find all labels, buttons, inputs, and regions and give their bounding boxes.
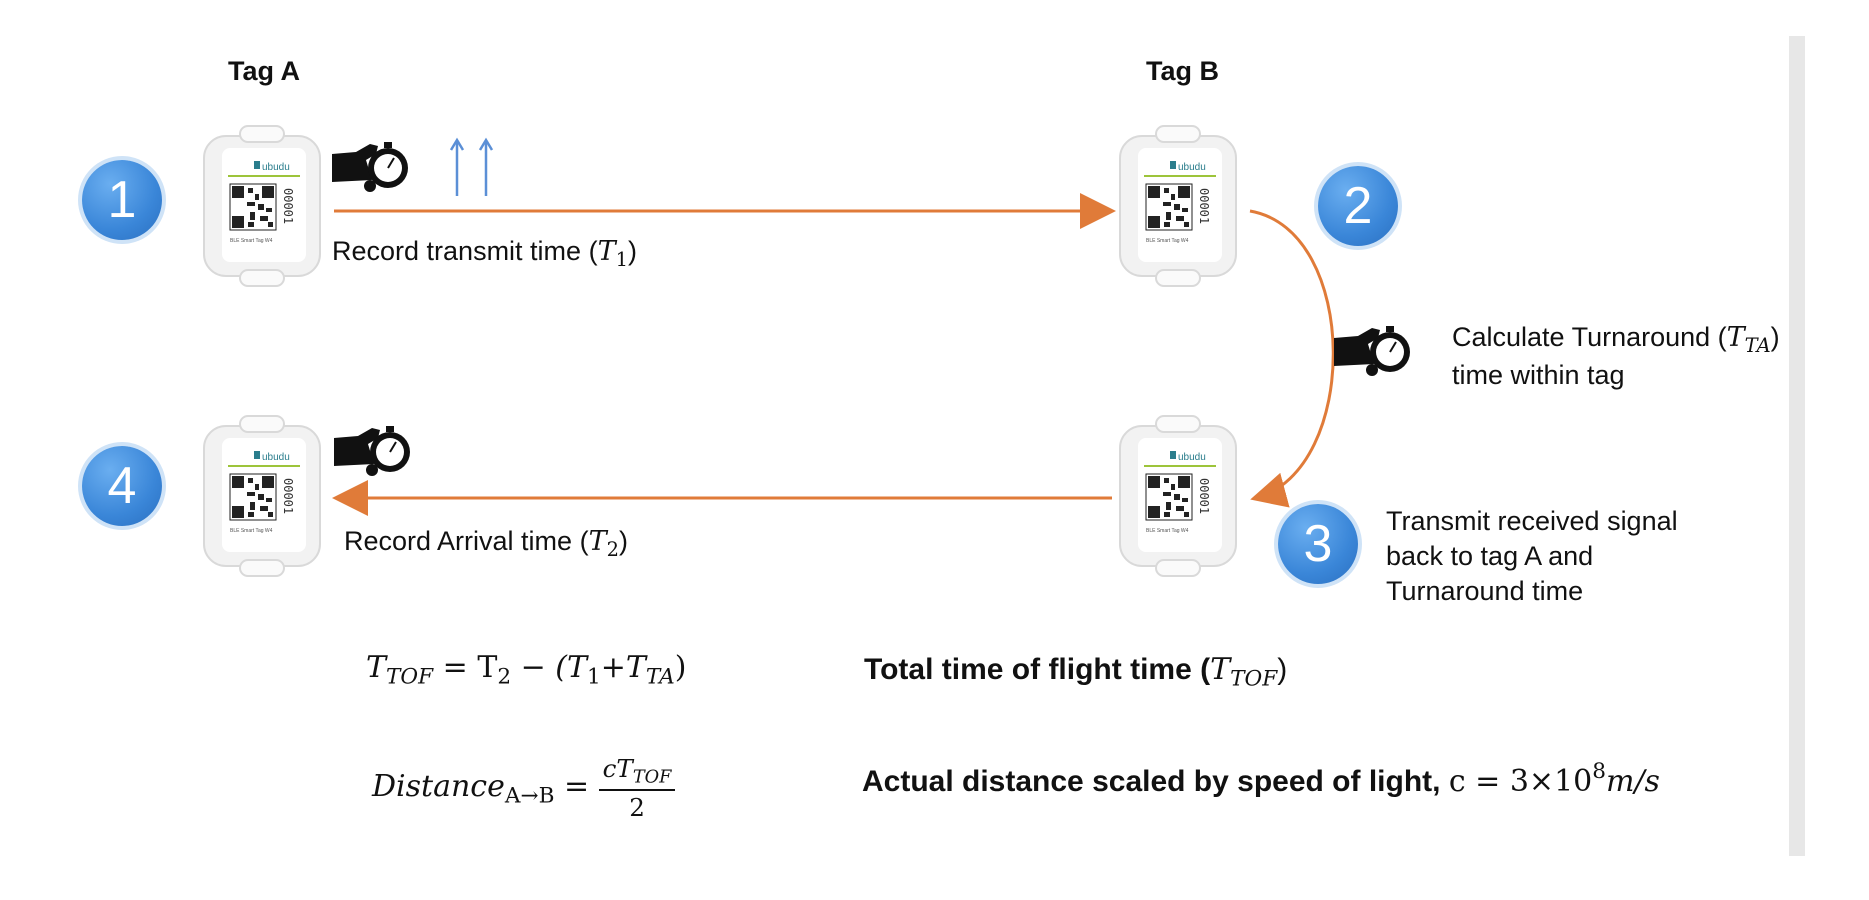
serial-text: 00001 (281, 188, 295, 224)
svg-text:00001: 00001 (1197, 478, 1211, 514)
step-badge-4: 4 (82, 446, 162, 526)
calculate-turnaround-label: Calculate Turnaround (TTA) time within t… (1452, 322, 1780, 391)
svg-text:ubudu: ubudu (262, 452, 290, 463)
svg-text:BLE Smart Tag W4: BLE Smart Tag W4 (230, 528, 273, 534)
distance-description: Actual distance scaled by speed of light… (862, 759, 1660, 799)
stopwatch-hand-icon (334, 426, 410, 476)
scrollbar[interactable] (1789, 36, 1805, 856)
svg-text:BLE Smart Tag W4: BLE Smart Tag W4 (1146, 528, 1189, 534)
tof-description: Total time of flight time (TTOF) (864, 652, 1288, 692)
tag-b-device-bottom: ubudu 00001 BLE Smart Tag W4 (1119, 415, 1237, 577)
step-badge-3: 3 (1278, 504, 1358, 584)
svg-text:ubudu: ubudu (1178, 162, 1206, 173)
step-badge-1: 1 (82, 160, 162, 240)
stopwatch-hand-icon (332, 142, 408, 192)
record-transmit-label: Record transmit time (T1) (332, 236, 637, 271)
tag-a-device-top: ubudu 00001 BLE Smart Tag W4 (203, 125, 321, 287)
signal-arrows-icon (449, 137, 494, 196)
svg-text:ubudu: ubudu (1178, 452, 1206, 463)
tag-a-heading: Tag A (228, 56, 300, 86)
brand-text: ubudu (262, 162, 290, 173)
svg-text:00001: 00001 (1197, 188, 1211, 224)
arrow-turnaround-curve (1249, 209, 1335, 508)
svg-text:00001: 00001 (281, 478, 295, 514)
record-arrival-label: Record Arrival time (T2) (344, 526, 628, 561)
tag-a-device-bottom: ubudu 00001 BLE Smart Tag W4 (203, 415, 321, 577)
step-badge-2: 2 (1318, 166, 1398, 246)
stopwatch-hand-icon (1334, 326, 1410, 376)
tag-b-heading: Tag B (1146, 56, 1219, 86)
tof-formula: TTOF = T2 − (T1+TTA) (366, 650, 687, 690)
svg-text:BLE Smart Tag W4: BLE Smart Tag W4 (230, 238, 273, 244)
svg-text:BLE Smart Tag W4: BLE Smart Tag W4 (1146, 238, 1189, 244)
transmit-back-label: Transmit received signal back to tag A a… (1386, 506, 1678, 607)
tag-b-device-top: ubudu 00001 BLE Smart Tag W4 (1119, 125, 1237, 287)
